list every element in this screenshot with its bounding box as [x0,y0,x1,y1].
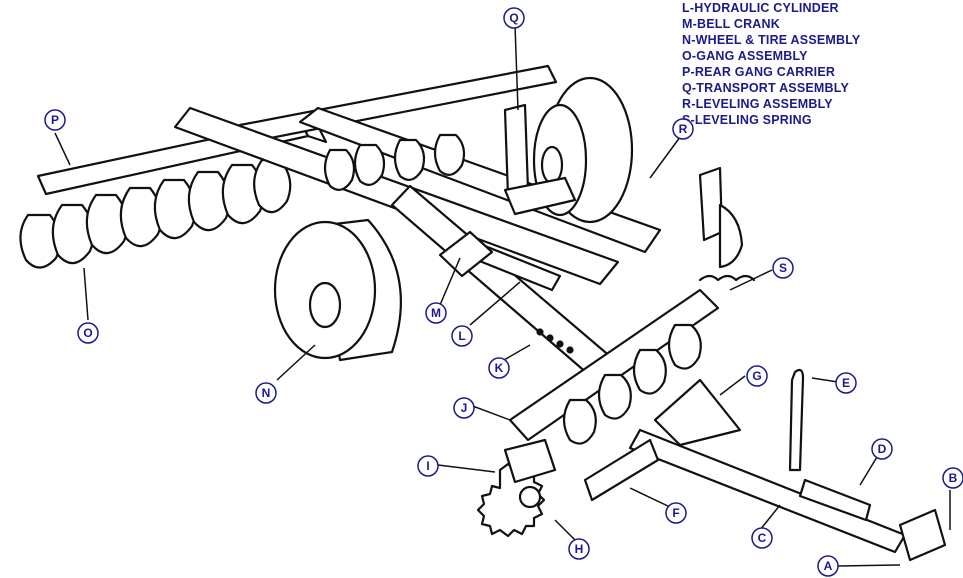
callout-i: I [426,459,429,473]
leader-lines [54,24,951,567]
callout-e: E [842,376,850,390]
callout-q: Q [509,11,518,25]
hitch-clevis [898,508,947,562]
legend-item-o: O-GANG ASSEMBLY [682,49,808,63]
callout-j: J [461,401,468,415]
callout-circle-e [835,372,857,394]
callout-r: R [679,122,688,136]
callout-circle-a [817,555,839,577]
callout-circle-b [942,467,963,489]
front-box-frame [503,438,557,484]
hitch-gusset [653,378,742,447]
callout-circle-o [77,322,99,344]
callout-circle-r [672,118,694,140]
legend-item-q: Q-TRANSPORT ASSEMBLY [682,81,849,95]
hitch-jack [788,368,805,472]
legend-item-l: L-HYDRAULIC CYLINDER [682,1,839,15]
front-gang-discs [323,133,466,191]
legend-item-m: M-BELL CRANK [682,17,780,31]
callout-circle-s [772,257,794,279]
legend-item-r: R-LEVELING ASSEMBLY [682,97,833,111]
parts-legend: L-HYDRAULIC CYLINDER M-BELL CRANK N-WHEE… [682,0,860,128]
callout-a: A [824,559,833,573]
callout-l: L [458,329,465,343]
callout-circle-p [44,109,66,131]
front-gang-discs-right [562,323,702,445]
callout-m: M [431,306,441,320]
callout-circle-f [665,502,687,524]
callout-s: S [779,261,787,275]
callout-k: K [495,361,504,375]
legend-item-p: P-REAR GANG CARRIER [682,65,836,79]
callout-p: P [51,113,59,127]
front-wheel [273,218,402,362]
transport-assembly [503,103,530,198]
callout-circle-g [746,365,768,387]
callout-c: C [758,531,767,545]
callout-circle-h [568,538,590,560]
callout-o: O [83,326,92,340]
callout-circle-d [871,438,893,460]
callout-h: H [575,542,584,556]
callout-circle-m [425,302,447,324]
callout-n: N [262,386,271,400]
legend-item-s: S-LEVELING SPRING [682,113,812,127]
callout-f: F [672,506,679,520]
callout-circle-j [453,397,475,419]
rear-gang-discs [19,158,292,269]
callout-circle-i [417,455,439,477]
callout-g: G [752,369,761,383]
callout-circle-q [503,7,525,29]
callout-d: D [878,442,887,456]
callout-markers [44,7,963,577]
callout-circle-l [451,325,473,347]
callout-b: B [949,471,958,485]
callout-circle-n [255,382,277,404]
front-gang-frame [508,288,720,442]
leveling-spring [698,274,756,282]
callout-circle-c [751,527,773,549]
legend-item-n: N-WHEEL & TIRE ASSEMBLY [682,33,861,47]
callout-circle-k [488,357,510,379]
